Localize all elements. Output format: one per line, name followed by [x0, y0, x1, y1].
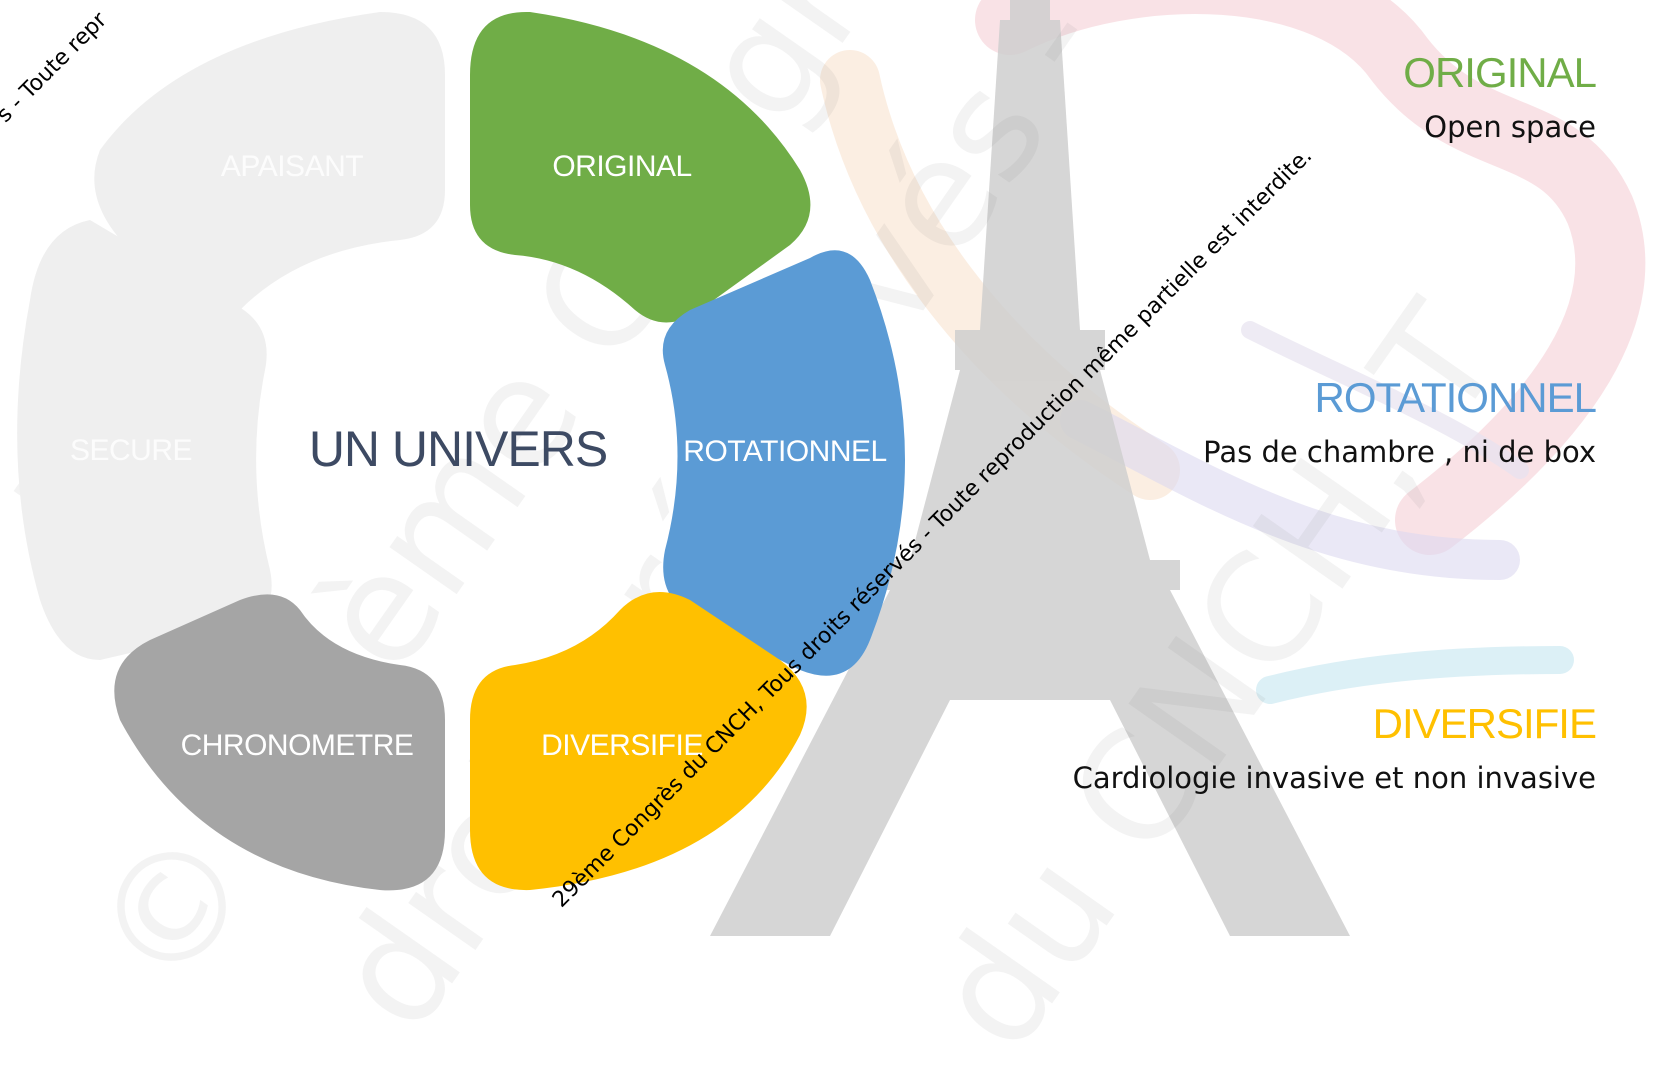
- detail-text-rotationnel: Pas de chambre , ni de box: [1203, 435, 1596, 469]
- segment-label-apaisant: APAISANT: [221, 150, 363, 183]
- segment-diversifie: [470, 592, 807, 891]
- univers-wheel-diagram: APAISANT ORIGINAL ROTATIONNEL DIVERSIFIE…: [17, 11, 905, 891]
- detail-diversifie: DIVERSIFIE Cardiologie invasive et non i…: [1072, 700, 1597, 795]
- segment-chronometre: [114, 594, 446, 891]
- detail-text-diversifie: Cardiologie invasive et non invasive: [1072, 761, 1596, 795]
- heart-logo-watermark: [820, 0, 1646, 704]
- segment-apaisant: [94, 12, 446, 310]
- segment-secure: [17, 220, 272, 660]
- segment-label-original: ORIGINAL: [552, 150, 691, 183]
- segment-label-rotationnel: ROTATIONNEL: [683, 435, 886, 468]
- detail-heading-original: ORIGINAL: [1403, 49, 1597, 96]
- detail-original: ORIGINAL Open space: [1403, 49, 1597, 144]
- detail-heading-diversifie: DIVERSIFIE: [1372, 700, 1597, 747]
- segment-rotationnel: [662, 250, 905, 676]
- background-decoration: [710, 0, 1646, 936]
- segment-label-diversifie: DIVERSIFIE: [541, 729, 703, 762]
- detail-text-original: Open space: [1424, 110, 1596, 144]
- segment-label-chronometre: CHRONOMETRE: [181, 729, 414, 762]
- segment-label-secure: SECURE: [70, 434, 192, 467]
- center-title: UN UNIVERS: [309, 421, 607, 477]
- detail-heading-rotationnel: ROTATIONNEL: [1314, 374, 1597, 421]
- detail-rotationnel: ROTATIONNEL Pas de chambre , ni de box: [1203, 374, 1597, 469]
- eiffel-tower-icon: [710, 0, 1350, 936]
- segment-original: [470, 11, 811, 323]
